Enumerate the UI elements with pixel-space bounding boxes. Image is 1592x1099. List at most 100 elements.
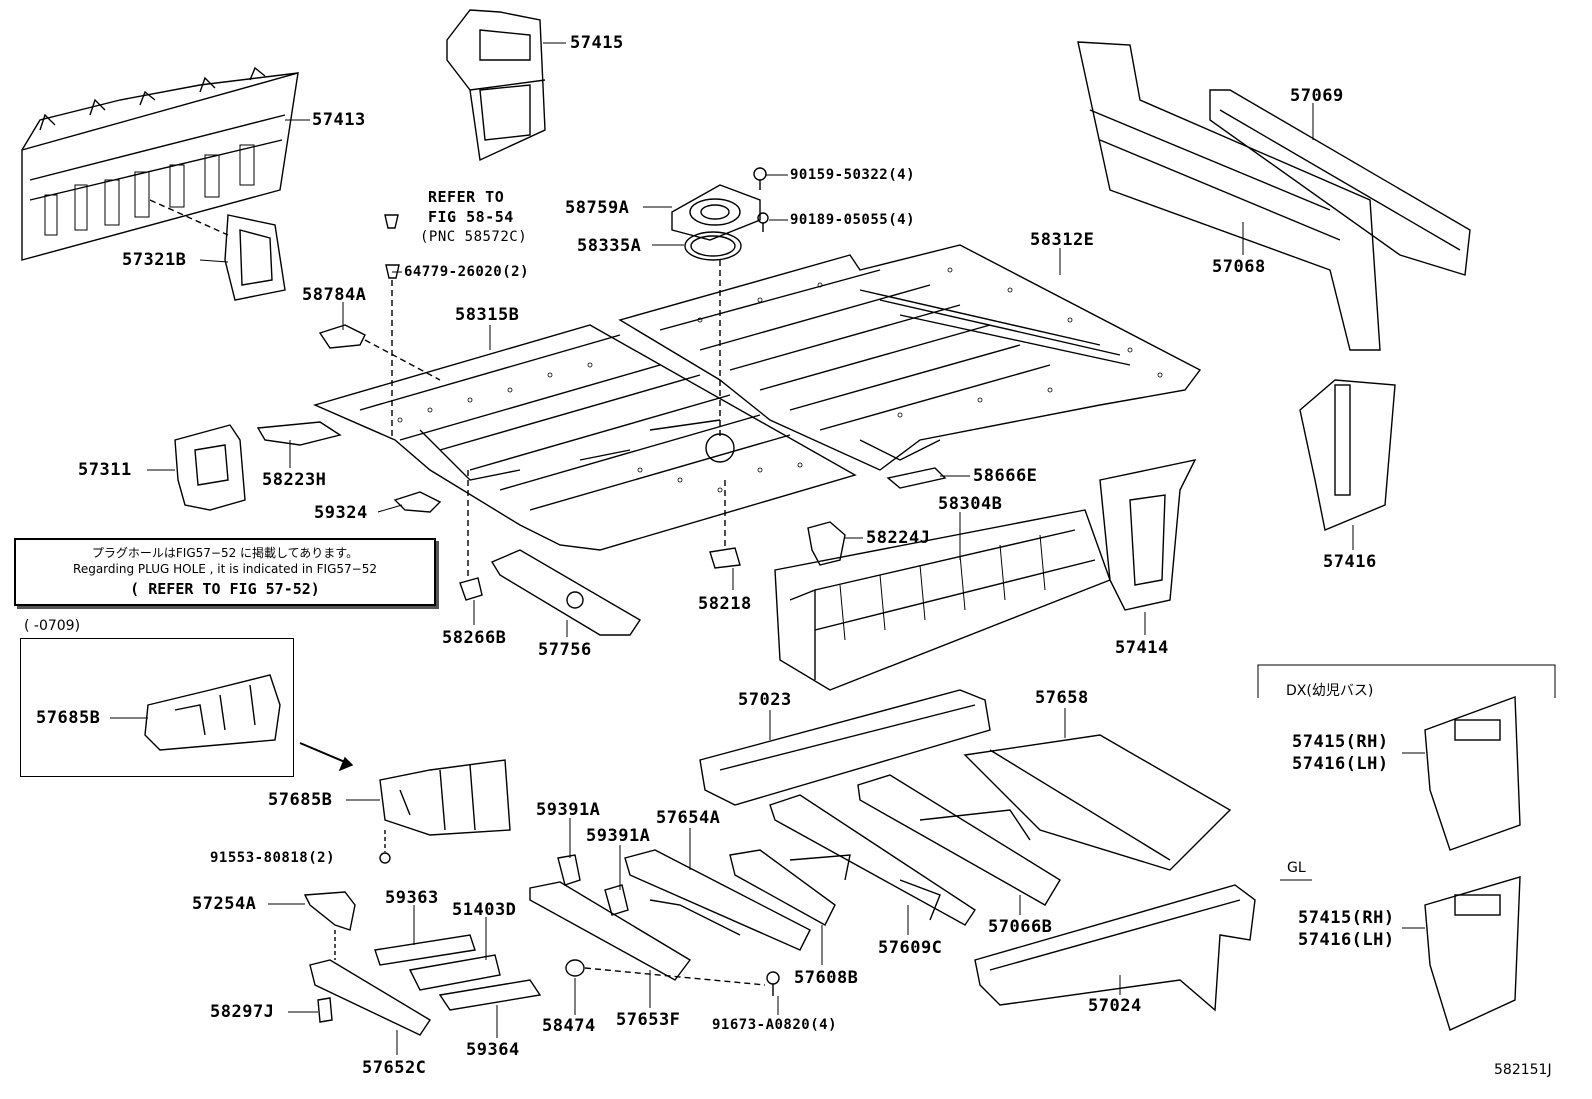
label-57414: 57414 xyxy=(1115,638,1169,658)
part-57254A xyxy=(303,891,356,931)
part-58266B xyxy=(459,577,483,601)
part-57654A xyxy=(624,849,811,951)
label-gl-rh: 57415(RH) xyxy=(1298,908,1395,928)
label-58784A: 58784A xyxy=(302,285,367,305)
label-57069: 57069 xyxy=(1290,86,1344,106)
plug-hole-note: プラグホールはFIG57−52 に掲載してあります。 Regarding PLU… xyxy=(14,538,436,606)
label-57413: 57413 xyxy=(312,110,366,130)
label-57311: 57311 xyxy=(78,460,132,480)
part-57608B xyxy=(729,849,851,926)
label-57321B: 57321B xyxy=(122,250,187,270)
part-58759A xyxy=(671,184,761,241)
part-58218 xyxy=(709,547,741,569)
bolt-91553 xyxy=(379,830,391,864)
label-57023: 57023 xyxy=(738,690,792,710)
part-57068 xyxy=(1077,41,1381,351)
part-58335A xyxy=(684,231,742,261)
label-58223H: 58223H xyxy=(262,470,327,490)
label-refer-to: REFER TO xyxy=(428,188,505,206)
label-dx-rh: 57415(RH) xyxy=(1292,732,1389,752)
label-57415: 57415 xyxy=(570,33,624,53)
part-58224J xyxy=(807,521,846,566)
label-pnc: (PNC 58572C) xyxy=(420,229,528,245)
label-58759A: 58759A xyxy=(565,198,630,218)
part-58315B xyxy=(312,324,857,551)
label-59363: 59363 xyxy=(385,888,439,908)
note-japanese: プラグホールはFIG57−52 に掲載してあります。 xyxy=(91,546,359,560)
inset-box xyxy=(20,638,294,777)
note-refer: ( REFER TO FIG 57-52) xyxy=(130,580,320,598)
bolt-91673 xyxy=(766,971,780,996)
part-57416 xyxy=(1299,379,1396,531)
part-57414 xyxy=(1099,459,1197,611)
label-58666E: 58666E xyxy=(973,466,1038,486)
label-57608B: 57608B xyxy=(794,968,859,988)
part-gl-panel xyxy=(1424,876,1521,1031)
part-58223H xyxy=(256,421,342,446)
part-57756 xyxy=(490,549,641,636)
part-57415-top xyxy=(446,9,546,162)
part-58666E xyxy=(886,467,947,489)
part-57609C xyxy=(769,794,976,926)
label-57654A: 57654A xyxy=(656,808,721,828)
label-57066B: 57066B xyxy=(988,917,1053,937)
part-57413 xyxy=(21,66,299,261)
part-58304B xyxy=(774,509,1111,691)
label-58266B: 58266B xyxy=(442,628,507,648)
part-57685B-inset xyxy=(144,674,281,751)
part-57321B xyxy=(149,199,286,301)
label-57653F: 57653F xyxy=(616,1010,681,1030)
note-english: Regarding PLUG HOLE , it is indicated in… xyxy=(73,562,377,576)
part-57069 xyxy=(1209,89,1471,276)
part-58474 xyxy=(565,959,766,986)
clip-64779 xyxy=(384,214,400,440)
label-57068: 57068 xyxy=(1212,257,1266,277)
part-57023 xyxy=(699,689,991,806)
label-57756: 57756 xyxy=(538,640,592,660)
part-59391A-2 xyxy=(604,884,629,916)
part-dx-panel xyxy=(1424,696,1521,851)
figure-id: 582151J xyxy=(1494,1062,1552,1078)
part-57685B xyxy=(379,759,511,836)
label-57652C: 57652C xyxy=(362,1058,427,1078)
label-90189: 90189-05055(4) xyxy=(790,212,916,228)
label-64779: 64779-26020(2) xyxy=(404,264,530,280)
label-57685B-inset: 57685B xyxy=(36,708,101,728)
label-57658: 57658 xyxy=(1035,688,1089,708)
part-58297J xyxy=(317,997,333,1023)
part-57652C xyxy=(309,959,431,1036)
label-51403D: 51403D xyxy=(452,900,517,920)
part-59324 xyxy=(393,491,442,513)
part-59363 xyxy=(374,934,476,966)
label-gl-lh: 57416(LH) xyxy=(1298,930,1395,950)
label-90159: 90159-50322(4) xyxy=(790,167,916,183)
part-57658 xyxy=(963,734,1232,871)
label-58297J: 58297J xyxy=(210,1002,275,1022)
label-dx-lh: 57416(LH) xyxy=(1292,754,1389,774)
part-51403D xyxy=(408,954,501,991)
label-58304B: 58304B xyxy=(938,494,1003,514)
label-58474: 58474 xyxy=(542,1016,596,1036)
part-59391A-1 xyxy=(557,854,581,886)
label-57685B: 57685B xyxy=(268,790,333,810)
dx-caption: DX(幼児バス) xyxy=(1286,683,1374,699)
label-57416: 57416 xyxy=(1323,552,1377,572)
part-57653F xyxy=(529,881,692,981)
part-57024 xyxy=(974,884,1256,1012)
label-91673: 91673-A0820(4) xyxy=(712,1017,838,1033)
inset-caption: ( -0709) xyxy=(24,618,81,634)
leader-lines xyxy=(110,42,1425,1055)
label-fig-58-54: FIG 58-54 xyxy=(428,208,514,226)
label-57024: 57024 xyxy=(1088,996,1142,1016)
bolt-90159 xyxy=(753,167,767,190)
label-58315B: 58315B xyxy=(455,305,520,325)
gl-caption: GL xyxy=(1287,860,1306,876)
label-57254A: 57254A xyxy=(192,894,257,914)
part-57311 xyxy=(174,424,246,511)
part-58784A xyxy=(318,324,366,349)
label-58224J: 58224J xyxy=(866,528,931,548)
label-57609C: 57609C xyxy=(878,938,943,958)
part-59364 xyxy=(438,979,542,1011)
part-57066B xyxy=(857,774,1061,906)
